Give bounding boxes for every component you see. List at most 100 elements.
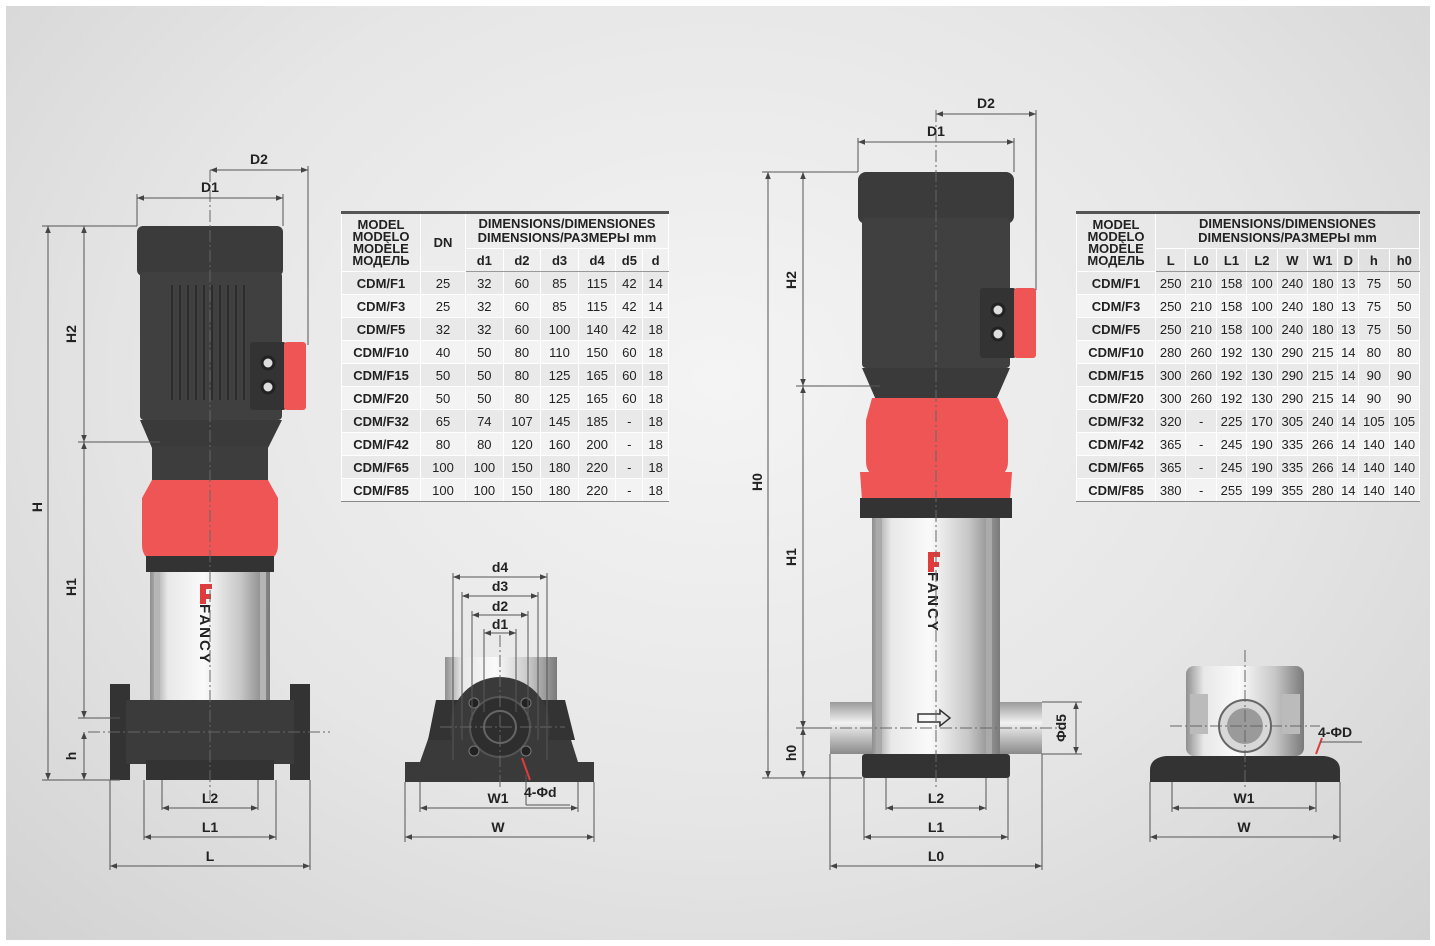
value-cell: 42 (615, 294, 644, 318)
value-cell: 140 (1388, 432, 1421, 456)
svg-text:FANCY: FANCY (196, 604, 213, 665)
value-cell: 140 (1388, 455, 1421, 479)
value-cell: 140 (1358, 432, 1390, 456)
svg-text:H0: H0 (749, 473, 765, 491)
value-cell: 105 (1358, 409, 1390, 433)
value-cell: 335 (1276, 432, 1309, 456)
cable-gland-icon (990, 326, 1006, 342)
value-cell: 18 (642, 340, 669, 364)
column-header-d5: d5 (615, 248, 644, 272)
value-cell: 158 (1215, 294, 1248, 318)
value-cell: 18 (642, 455, 669, 479)
value-cell: 192 (1215, 363, 1248, 387)
terminal-box (980, 288, 1016, 358)
value-cell: 266 (1307, 432, 1339, 456)
value-cell: 150 (577, 340, 617, 364)
value-cell: 60 (502, 294, 542, 318)
value-cell: 40 (420, 340, 466, 364)
pump-head (860, 498, 1012, 518)
left-plan-dimensions: d4 d3 d2 d1 4-Φd W1 W (404, 559, 595, 842)
value-cell: 180 (540, 455, 579, 479)
value-cell: 50 (1388, 317, 1421, 341)
pump-head (146, 556, 274, 572)
value-cell: 80 (465, 432, 504, 456)
svg-text:W: W (491, 819, 505, 835)
value-cell: 245 (1215, 455, 1248, 479)
column-header-l1: L1 (1215, 248, 1248, 272)
value-cell: 260 (1185, 386, 1217, 410)
cable-gland-icon (990, 302, 1006, 318)
value-cell: 100 (420, 478, 466, 502)
value-cell: 100 (540, 317, 579, 341)
value-cell: 180 (1307, 294, 1339, 318)
value-cell: 50 (465, 386, 504, 410)
svg-text:H2: H2 (783, 271, 799, 289)
value-cell: 50 (1388, 294, 1421, 318)
value-cell: 25 (420, 271, 466, 295)
value-cell: 380 (1154, 478, 1187, 502)
model-cell: CDM/F10 (1076, 340, 1156, 364)
value-cell: 280 (1307, 478, 1339, 502)
column-header-d: D (1337, 248, 1360, 272)
right-plan-view (1150, 650, 1340, 790)
value-cell: - (615, 455, 644, 479)
column-header-d2: d2 (502, 248, 542, 272)
value-cell: 180 (1307, 317, 1339, 341)
value-cell: 215 (1307, 340, 1339, 364)
value-cell: 145 (540, 409, 579, 433)
svg-text:d1: d1 (492, 616, 509, 632)
value-cell: 42 (615, 317, 644, 341)
flow-arrow-icon (917, 708, 952, 728)
value-cell: 240 (1307, 409, 1339, 433)
svg-text:L1: L1 (202, 819, 219, 835)
value-cell: 300 (1154, 386, 1187, 410)
value-cell: 190 (1246, 455, 1278, 479)
value-cell: 130 (1246, 386, 1278, 410)
model-cell: CDM/F20 (1076, 386, 1156, 410)
value-cell: 18 (642, 317, 669, 341)
model-cell: CDM/F10 (341, 340, 421, 364)
model-cell: CDM/F32 (341, 409, 421, 433)
left-dimensions: D2 D1 H H2 H1 h L2 L1 (29, 151, 330, 870)
svg-text:L2: L2 (202, 790, 219, 806)
model-cell: CDM/F15 (1076, 363, 1156, 387)
value-cell: - (1185, 432, 1217, 456)
value-cell: 199 (1246, 478, 1278, 502)
value-cell: 50 (420, 363, 466, 387)
value-cell: 250 (1154, 271, 1187, 295)
value-cell: 150 (502, 478, 542, 502)
value-cell: 170 (1246, 409, 1278, 433)
model-cell: CDM/F42 (1076, 432, 1156, 456)
value-cell: 225 (1215, 409, 1248, 433)
value-cell: 115 (577, 294, 617, 318)
value-cell: 14 (1337, 409, 1360, 433)
value-cell: 365 (1154, 455, 1187, 479)
model-cell: CDM/F15 (341, 363, 421, 387)
value-cell: 18 (642, 478, 669, 502)
value-cell: 100 (1246, 317, 1278, 341)
value-cell: 140 (1358, 478, 1390, 502)
svg-text:H1: H1 (783, 548, 799, 566)
terminal-box (250, 342, 286, 410)
value-cell: 190 (1246, 432, 1278, 456)
value-cell: 65 (420, 409, 466, 433)
value-cell: 90 (1388, 363, 1421, 387)
value-cell: 32 (420, 317, 466, 341)
svg-text:d3: d3 (492, 578, 509, 594)
column-header-l0: L0 (1185, 248, 1217, 272)
column-header-d4: d4 (577, 248, 617, 272)
value-cell: 18 (642, 363, 669, 387)
value-cell: 150 (502, 455, 542, 479)
svg-text:4-Φd: 4-Φd (524, 784, 557, 800)
value-cell: 140 (1358, 455, 1390, 479)
